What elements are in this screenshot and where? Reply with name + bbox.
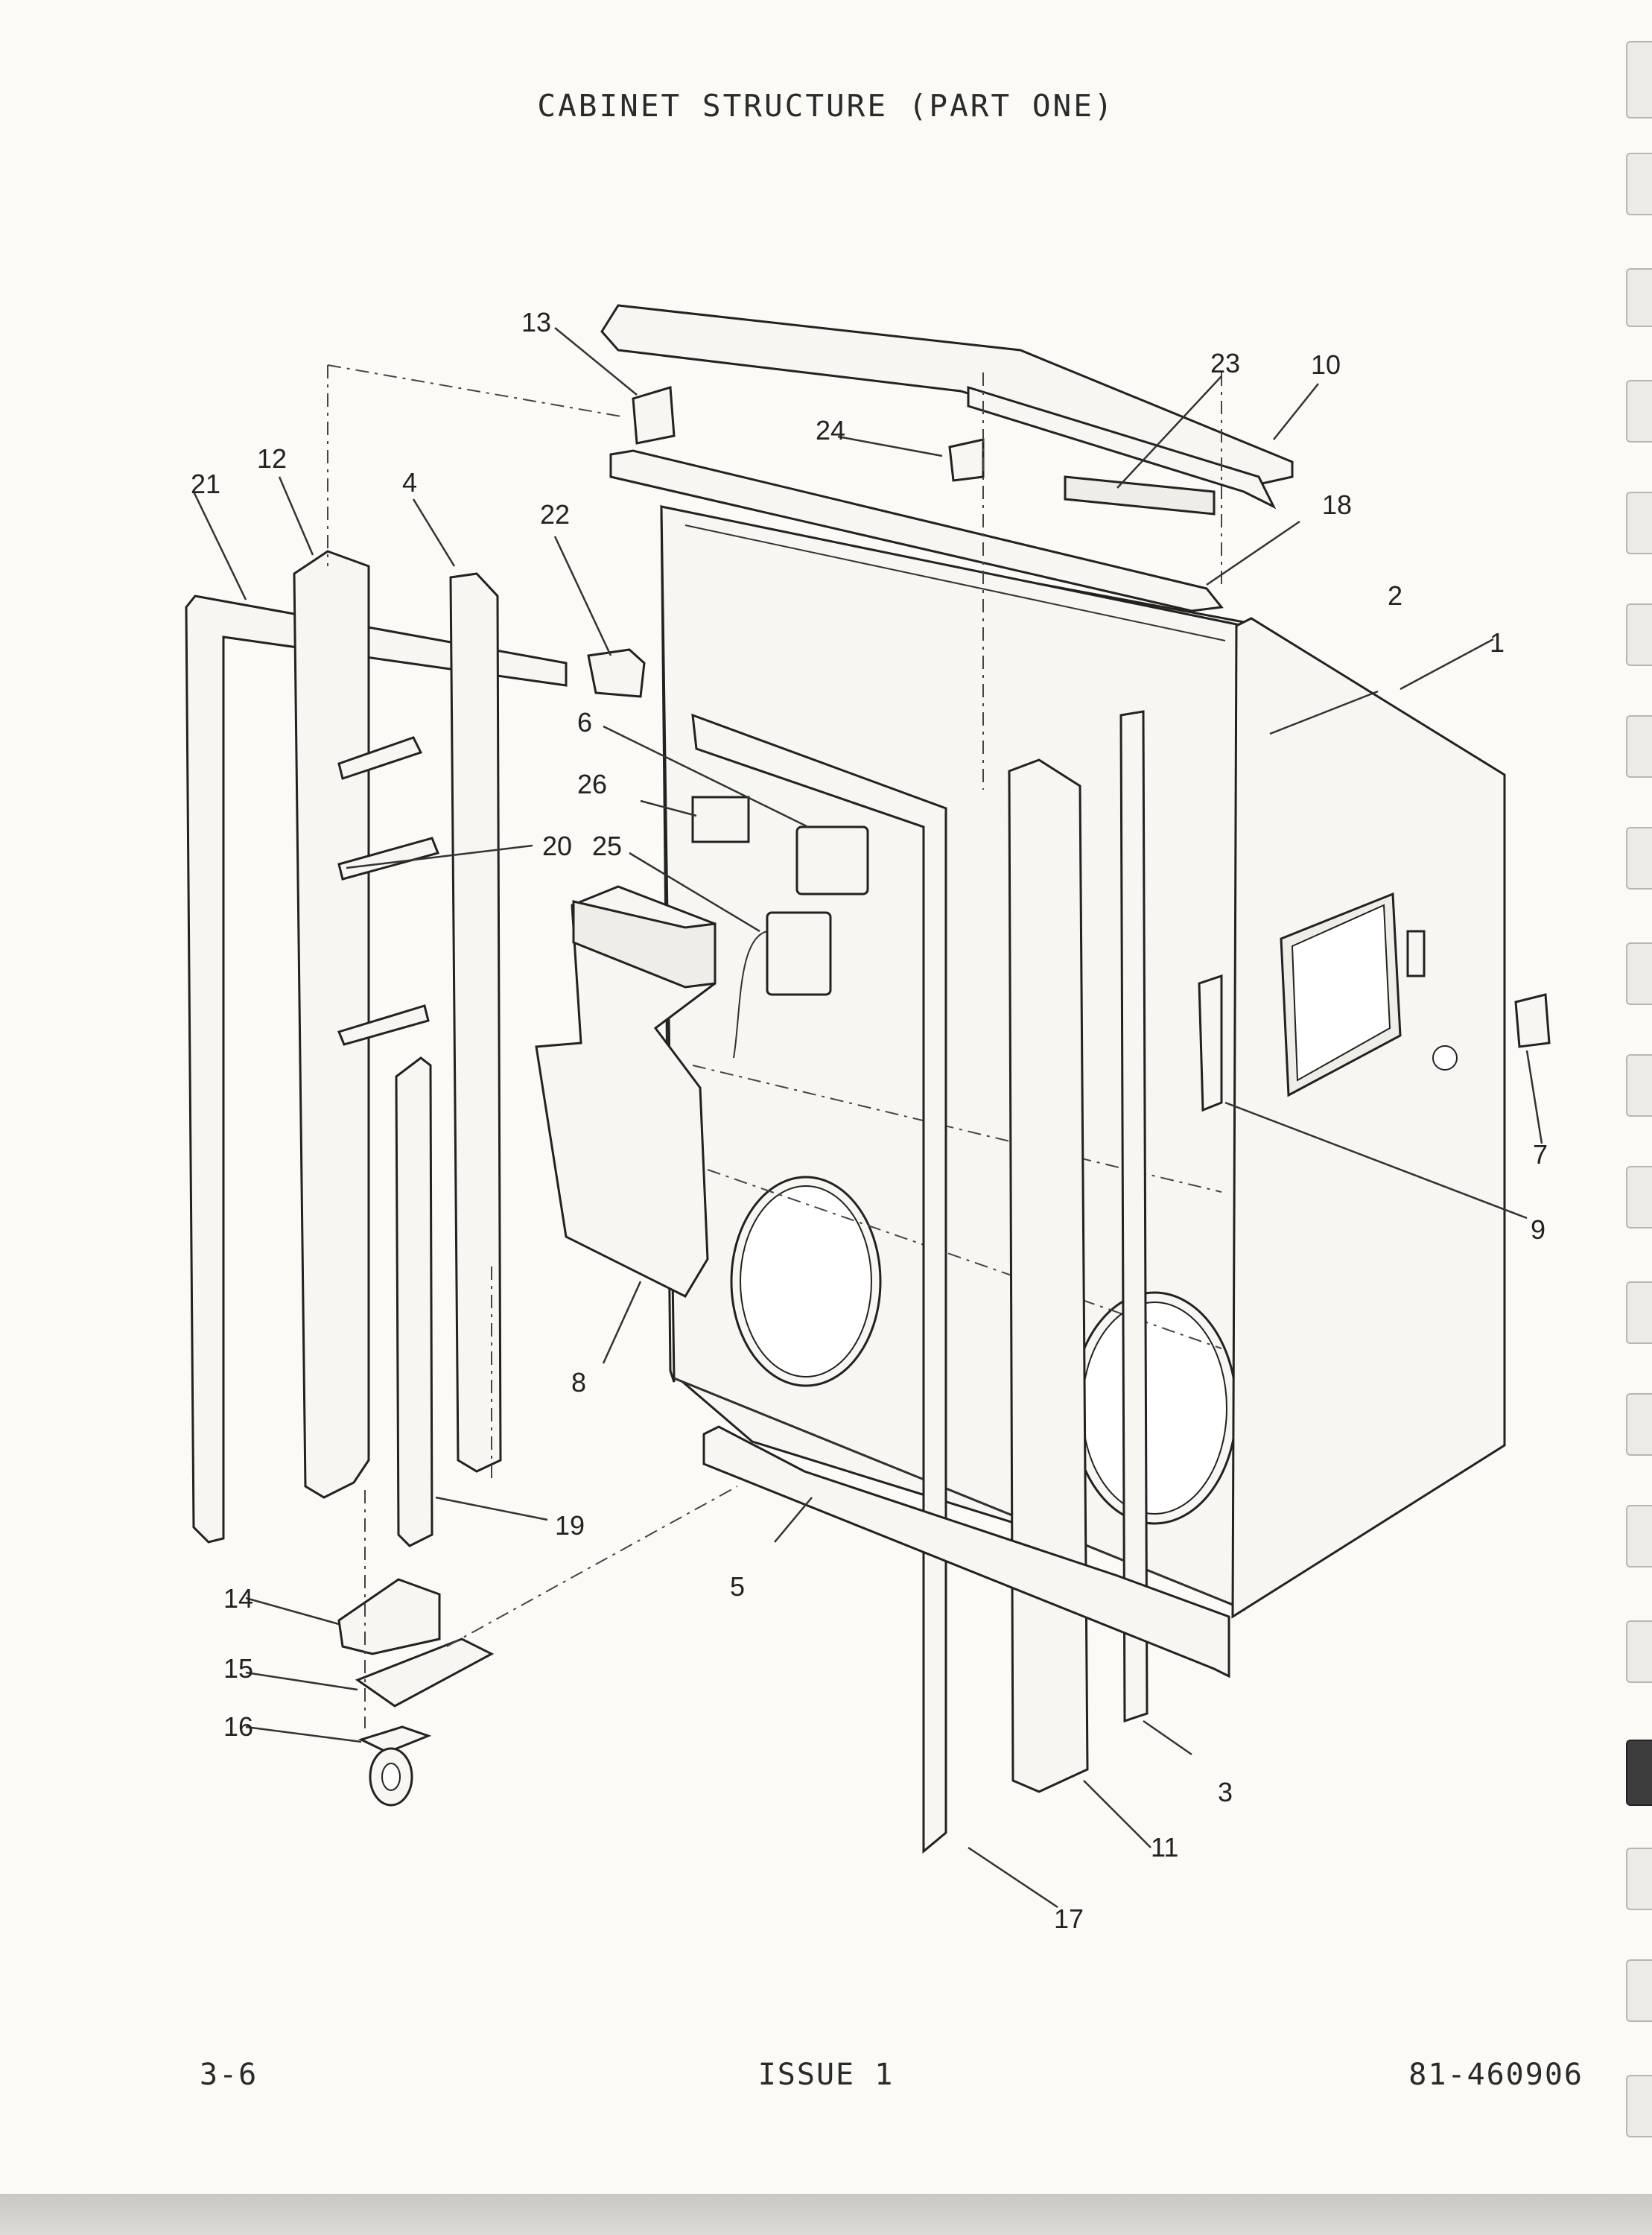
relay-25 [766,911,832,996]
front-frame-21 [185,595,568,1544]
callout-4: 4 [402,467,417,498]
bottom-rail-5 [702,1425,1230,1678]
page-title: CABINET STRUCTURE (PART ONE) [537,88,1115,124]
side-rail-11 [1008,758,1089,1793]
top-frame-assembly [600,304,1294,612]
callout-1: 1 [1490,627,1505,658]
callout-18: 18 [1322,489,1352,520]
callout-12: 12 [257,443,287,474]
document-number: 81-460906 [1408,2058,1583,2092]
cabinet-side-panel [1231,617,1506,1619]
issue-label: ISSUE 1 [757,2058,895,2092]
callout-9: 9 [1531,1214,1545,1245]
callout-5: 5 [730,1571,745,1602]
upright-12 [293,550,370,1499]
block-22 [587,648,646,698]
bracket-14 [337,1578,441,1655]
plate-7 [1514,993,1551,1048]
leader-lines [192,327,1543,1909]
callout-10: 10 [1311,349,1341,380]
front-frame-17 [691,713,947,1854]
crossbar-20b [337,837,440,881]
crossbar-20a [337,736,423,780]
callout-19: 19 [555,1510,585,1541]
page-number: 3-6 [200,2058,258,2092]
callout-23: 23 [1210,348,1240,378]
crossbar-20c [337,1004,430,1046]
callout-2: 2 [1388,580,1402,611]
callout-7: 7 [1533,1139,1548,1170]
callout-6: 6 [577,707,592,738]
bracket-24 [948,438,985,482]
caster-16 [358,1725,432,1807]
scan-bottom-edge [0,2194,1652,2235]
switch-6 [795,825,869,895]
callout-16: 16 [223,1711,253,1742]
upright-4 [449,572,502,1473]
coin-box-8 [535,885,717,1298]
bracket-13 [632,386,676,445]
callout-17: 17 [1054,1903,1084,1934]
callout-8: 8 [571,1367,586,1398]
callout-24: 24 [816,415,845,446]
callout-21: 21 [191,469,220,499]
wire-harness [733,931,768,1059]
callout-26: 26 [577,769,607,799]
rail-3 [1119,710,1149,1723]
bracket-26 [691,796,750,843]
callout-13: 13 [521,307,551,337]
hinge-9 [1198,974,1223,1112]
callout-14: 14 [223,1583,253,1614]
callout-3: 3 [1218,1777,1233,1807]
callout-labels: 1 2 3 4 5 6 7 8 9 10 11 12 13 14 15 16 1… [191,307,1548,1934]
upright-19 [395,1056,433,1547]
callout-20: 20 [542,831,572,861]
callout-15: 15 [223,1653,253,1684]
callout-11: 11 [1151,1832,1178,1862]
callout-22: 22 [540,499,570,530]
callout-25: 25 [592,831,622,861]
plate-15 [355,1638,495,1708]
